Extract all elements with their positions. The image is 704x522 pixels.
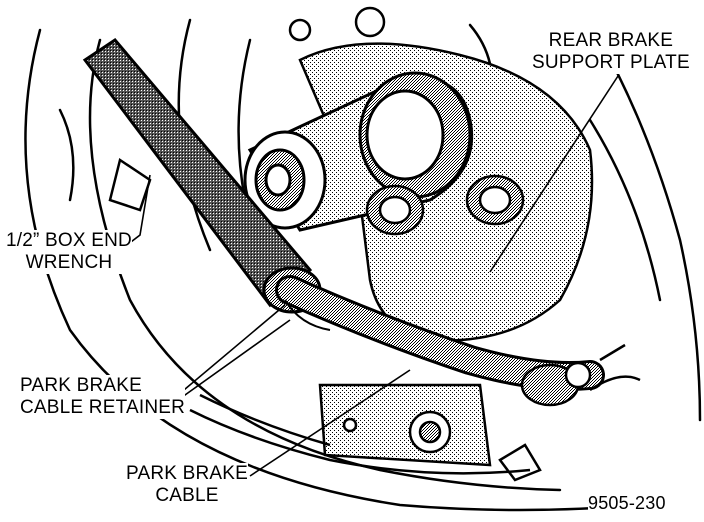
label-park-brake-cable-retainer: PARK BRAKE CABLE RETAINER bbox=[20, 375, 186, 419]
leader-retainer-2 bbox=[177, 319, 291, 401]
label-line: REAR BRAKE bbox=[548, 30, 674, 51]
backing-plate-inner-rim bbox=[88, 38, 562, 492]
cable-end-fitting bbox=[520, 361, 592, 407]
label-line: CABLE RETAINER bbox=[20, 397, 186, 418]
label-rear-brake-support-plate: REAR BRAKE SUPPORT PLATE bbox=[532, 30, 690, 74]
label-box-end-wrench: 1/2” BOX END WRENCH bbox=[6, 230, 132, 274]
leader-support-plate bbox=[489, 75, 619, 273]
label-park-brake-cable: PARK BRAKE CABLE bbox=[126, 463, 249, 507]
backing-plate-right-edge bbox=[598, 38, 702, 422]
figure-number: 9505-230 bbox=[588, 492, 666, 514]
backing-plate-right-edge-2 bbox=[588, 118, 662, 302]
label-line: WRENCH bbox=[25, 252, 113, 273]
mounting-bolts bbox=[365, 174, 525, 236]
label-line: PARK BRAKE bbox=[20, 375, 143, 396]
label-line: SUPPORT PLATE bbox=[532, 52, 690, 73]
parking-lever-plate bbox=[318, 383, 492, 467]
axle-shaft bbox=[243, 71, 474, 232]
label-line: 1/2” BOX END bbox=[6, 230, 132, 251]
label-line: PARK BRAKE bbox=[126, 463, 249, 484]
backing-plate-rim-4 bbox=[237, 38, 252, 202]
leader-retainer bbox=[177, 304, 286, 396]
label-line: CABLE bbox=[155, 485, 219, 506]
leader-cable bbox=[249, 369, 411, 477]
leader-lines bbox=[109, 75, 619, 477]
backing-plate-outer-rim bbox=[24, 28, 642, 512]
